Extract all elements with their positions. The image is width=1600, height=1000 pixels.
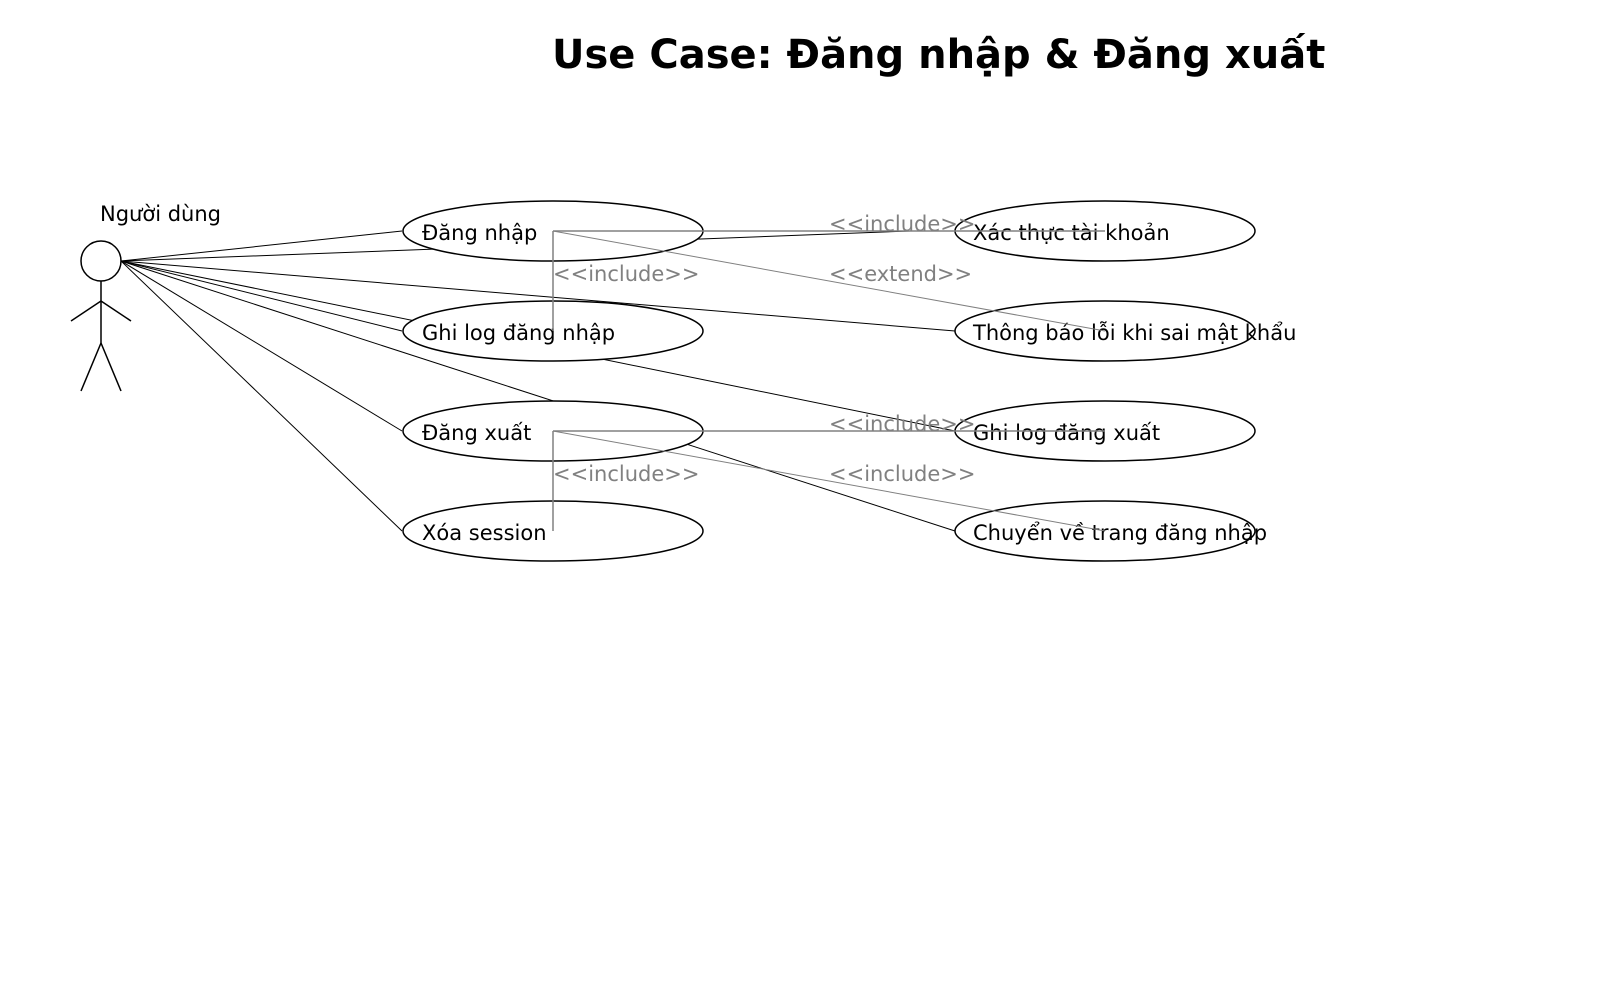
use-case-label: Ghi log đăng nhập xyxy=(422,321,615,345)
use-case-label: Đăng xuất xyxy=(422,421,531,445)
relationship-lines xyxy=(552,230,1106,532)
actor-left-leg xyxy=(80,342,102,392)
actor-right-leg xyxy=(100,342,122,392)
assoc-logout xyxy=(120,260,403,432)
assoc-clear-session xyxy=(120,260,403,532)
use-case-wrong-password[interactable]: Thông báo lỗi khi sai mật khẩu xyxy=(954,300,1296,362)
relationship-labels: <<include>> <<include>> <<extend>> <<inc… xyxy=(553,212,975,486)
actor-left-arm xyxy=(70,300,102,322)
actor-head xyxy=(80,240,122,282)
use-case-redirect[interactable]: Chuyển về trang đăng nhập xyxy=(954,500,1267,562)
assoc-login xyxy=(120,230,403,262)
include-label-logout-log: <<include>> xyxy=(829,412,975,436)
extend-label-login-wrong-pw: <<extend>> xyxy=(829,262,972,286)
actor-label: Người dùng xyxy=(100,202,221,226)
use-case-label: Thông báo lỗi khi sai mật khẩu xyxy=(972,320,1296,345)
assoc-log-login xyxy=(120,260,403,332)
use-case-label: Đăng nhập xyxy=(422,221,537,245)
include-line-logout-redirect xyxy=(552,430,1106,532)
include-label-logout-redirect: <<include>> xyxy=(829,462,975,486)
include-label-logout-session: <<include>> xyxy=(553,462,699,486)
use-case-label: Xóa session xyxy=(422,521,547,545)
actor-right-arm xyxy=(100,300,132,322)
assoc-redirect xyxy=(120,260,956,532)
use-case-label: Xác thực tài khoản xyxy=(973,221,1170,245)
diagram-title: Use Case: Đăng nhập & Đăng xuất xyxy=(552,32,1325,78)
use-case-label: Ghi log đăng xuất xyxy=(973,421,1160,445)
use-case-label: Chuyển về trang đăng nhập xyxy=(973,521,1267,545)
include-label-login-log: <<include>> xyxy=(553,262,699,286)
include-label-login-auth: <<include>> xyxy=(829,212,975,236)
extend-line-login-wrong-pw xyxy=(552,230,1106,332)
actor[interactable]: Người dùng xyxy=(70,202,221,392)
assoc-wrong-pw xyxy=(120,260,956,332)
